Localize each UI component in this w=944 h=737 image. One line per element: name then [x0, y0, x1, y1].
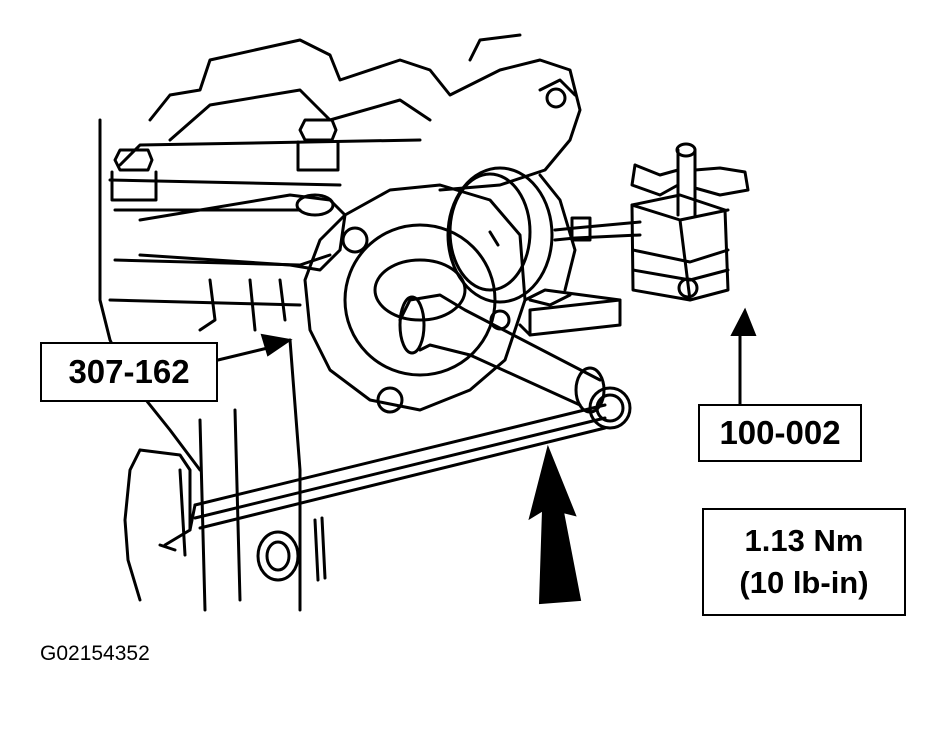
callout-torque-spec: 1.13 Nm (10 lb-in) — [702, 508, 906, 616]
magnetic-base-icon — [630, 142, 750, 302]
callout-100-002: 100-002 — [698, 404, 862, 462]
torque-nm-text: 1.13 Nm — [744, 523, 864, 558]
dial-indicator-icon — [446, 166, 642, 307]
retaining-clip-drawing — [123, 448, 327, 602]
torque-wrench-icon — [188, 403, 607, 532]
callout-100-002-text: 100-002 — [719, 414, 841, 451]
callout-307-162: 307-162 — [40, 342, 218, 402]
force-arrow-icon — [528, 444, 582, 605]
bolt-middle — [296, 118, 340, 172]
adapter-flange-drawing — [303, 183, 527, 414]
arrowhead-307 — [260, 333, 293, 357]
support-block-drawing — [518, 288, 622, 337]
torque-lbin-text: (10 lb-in) — [739, 565, 869, 600]
callout-307-162-text: 307-162 — [68, 353, 190, 390]
bolt-left — [110, 148, 158, 202]
figure-id: G02154352 — [40, 642, 150, 665]
arrowhead-100 — [730, 307, 757, 336]
